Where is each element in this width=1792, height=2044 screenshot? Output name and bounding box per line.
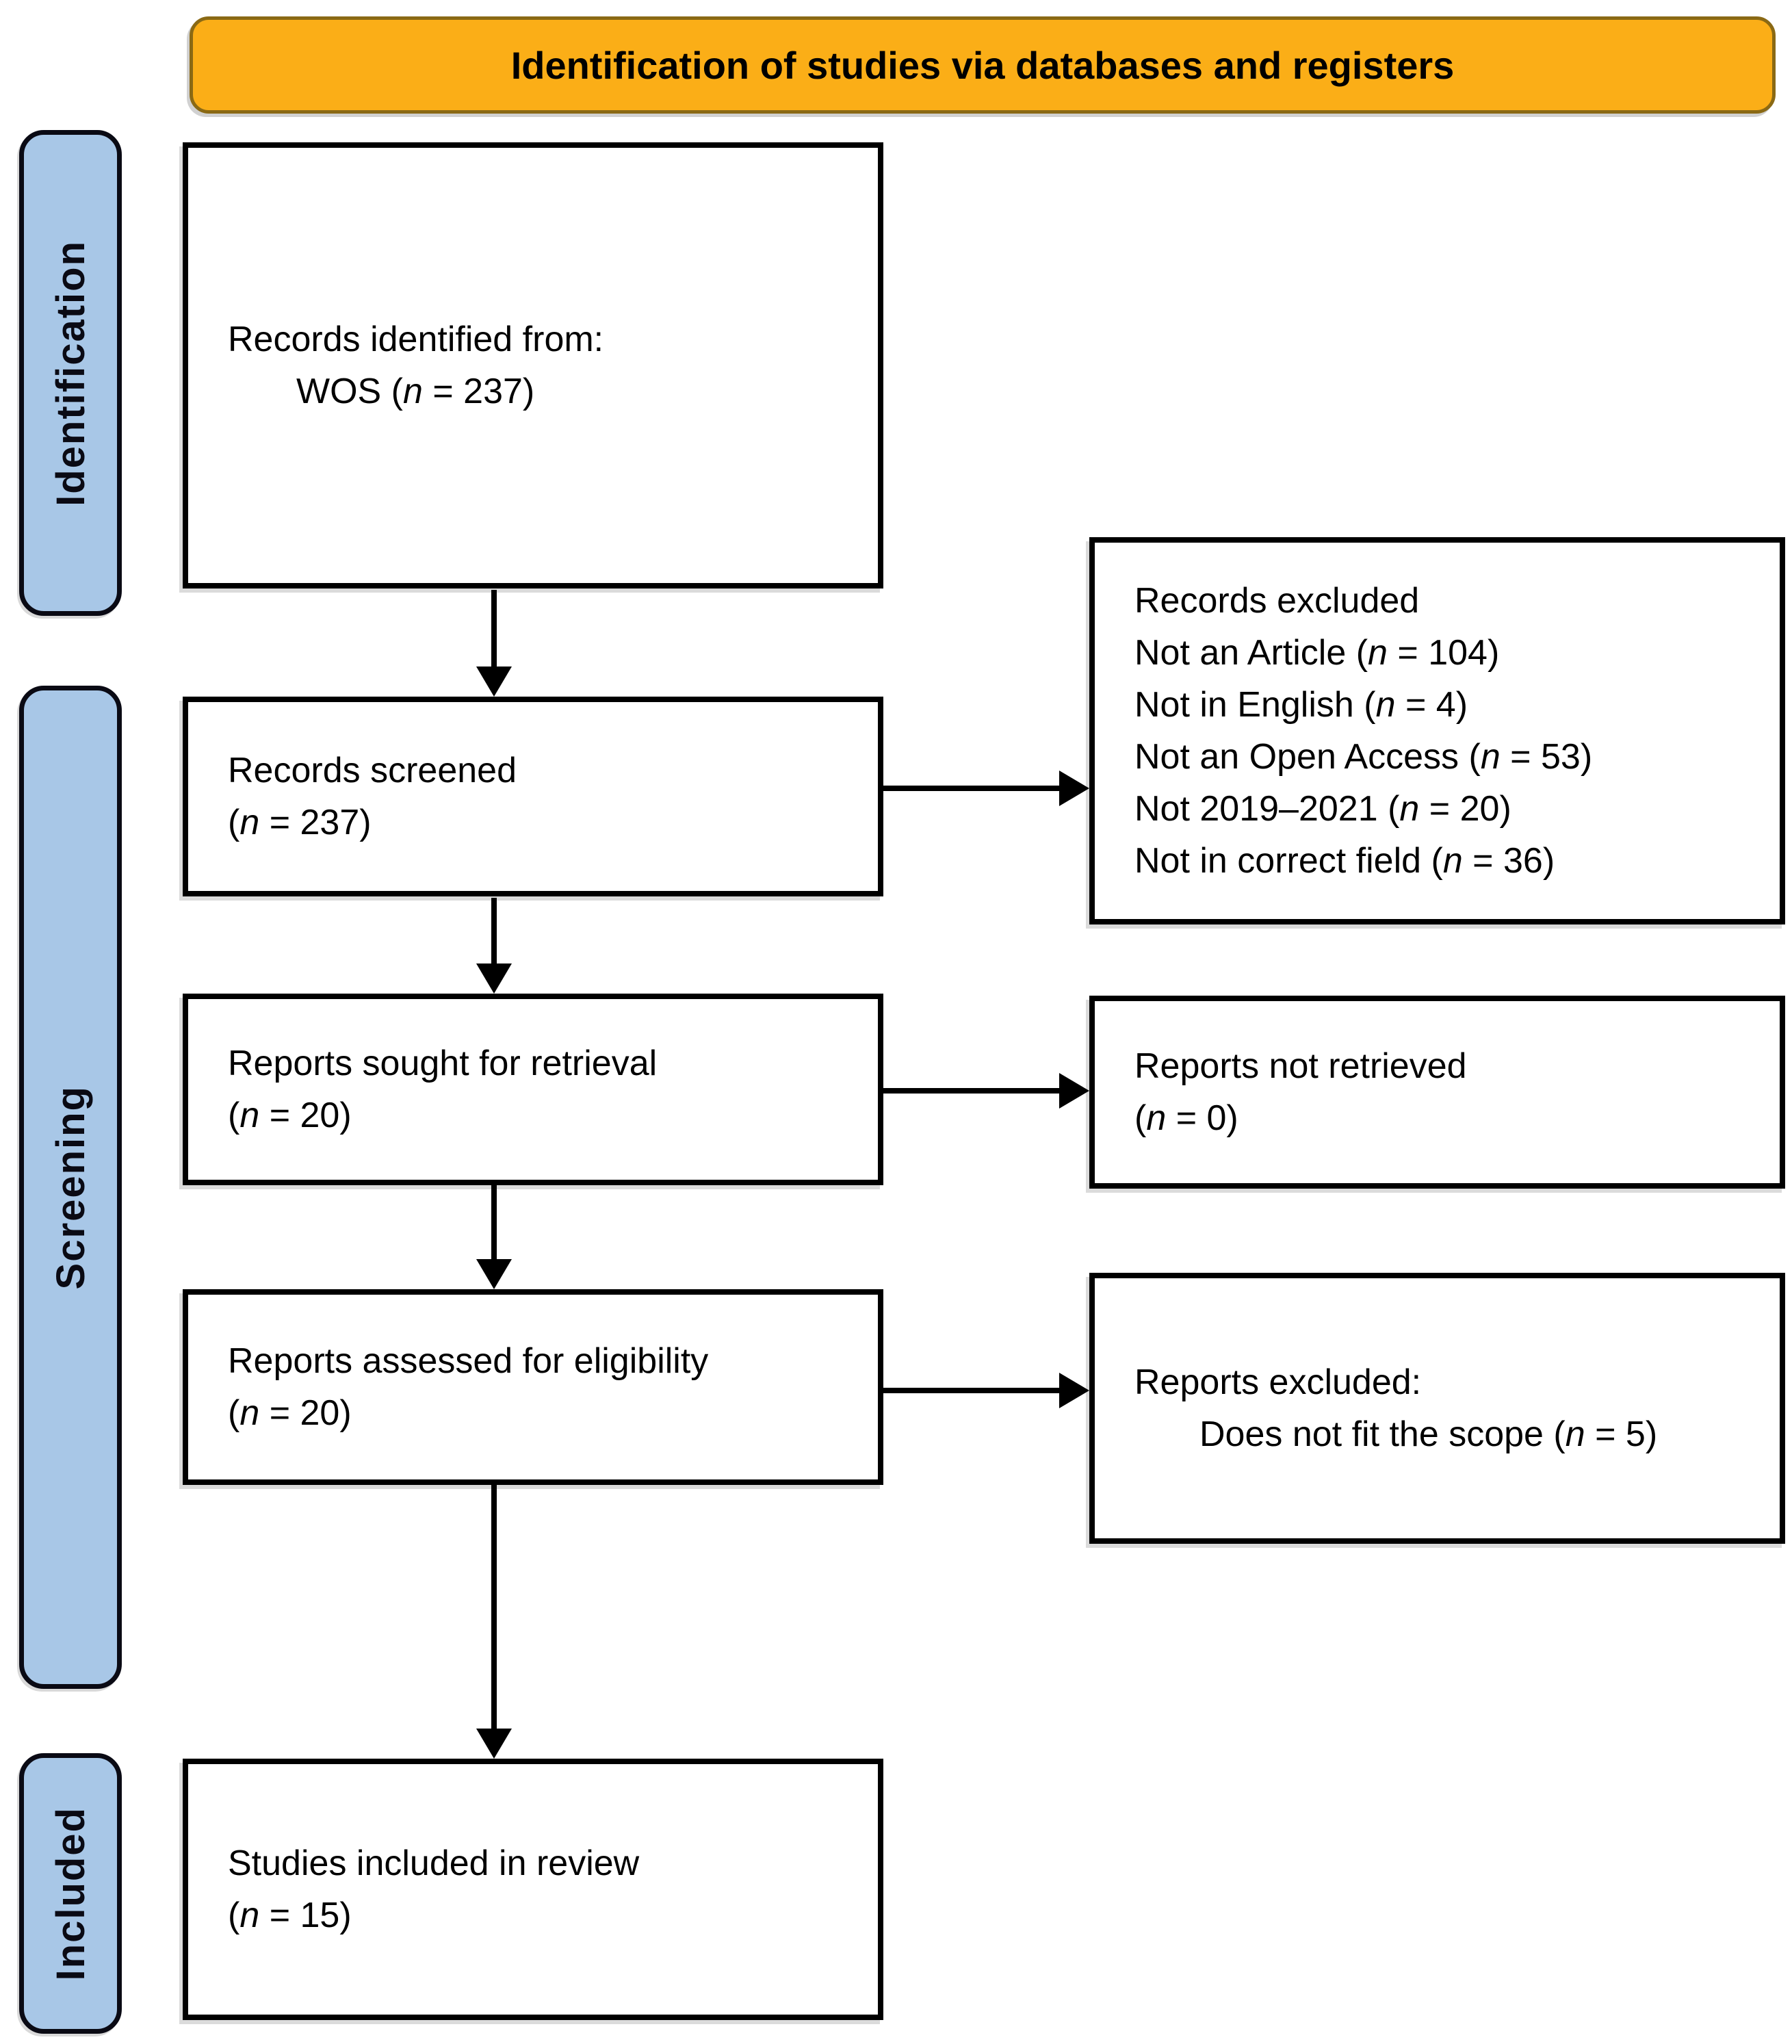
arrow-head-down-icon [476,963,512,994]
records-excluded-line-6: Not in correct field (n = 36) [1134,841,1555,881]
stage-bar-identification: Identification [19,130,122,616]
arrow-down-assessed-to-included [476,1485,512,1759]
records-excluded-line-1: Records excluded [1134,581,1420,621]
arrow-head-down-icon [476,667,512,697]
arrow-shaft [883,1388,1062,1393]
arrow-shaft [883,1088,1062,1094]
reports-assessed-line-2: (n = 20) [228,1393,352,1433]
arrow-head-down-icon [476,1259,512,1289]
not-retrieved-line-2: (n = 0) [1134,1098,1238,1138]
stage-label-identification: Identification [48,240,93,506]
arrow-right-assessed-to-reports-excluded [883,1373,1089,1408]
flow-box-records-identified: Records identified from: WOS (n = 237) [183,142,883,588]
arrow-shaft [491,590,497,669]
flow-box-records-screened: Records screened (n = 237) [183,697,883,896]
flow-box-reports-not-retrieved: Reports not retrieved (n = 0) [1089,996,1785,1189]
records-screened-line-2: (n = 237) [228,803,372,842]
arrow-shaft [491,1485,497,1731]
flow-box-studies-included: Studies included in review (n = 15) [183,1759,883,2020]
arrow-head-right-icon [1059,1373,1089,1408]
arrow-head-right-icon [1059,1073,1089,1109]
arrow-down-sought-to-assessed [476,1185,512,1289]
reports-assessed-line-1: Reports assessed for eligibility [228,1341,709,1381]
reports-excluded-line-2: Does not fit the scope (n = 5) [1199,1414,1658,1454]
arrow-shaft [491,1185,497,1262]
arrow-head-right-icon [1059,771,1089,806]
arrow-head-down-icon [476,1729,512,1759]
studies-included-line-2: (n = 15) [228,1896,352,1935]
flow-box-reports-sought: Reports sought for retrieval (n = 20) [183,994,883,1185]
records-identified-line-2: WOS (n = 237) [296,372,535,411]
records-excluded-line-3: Not in English (n = 4) [1134,685,1468,725]
studies-included-line-1: Studies included in review [228,1844,640,1883]
stage-label-screening: Screening [48,1085,93,1290]
arrow-shaft [491,898,497,966]
banner-title: Identification of studies via databases … [510,43,1455,87]
arrow-down-identified-to-screened [476,590,512,697]
arrow-right-screened-to-records-excluded [883,771,1089,806]
reports-sought-line-1: Reports sought for retrieval [228,1044,658,1083]
flow-box-reports-assessed: Reports assessed for eligibility (n = 20… [183,1289,883,1485]
arrow-shaft [883,786,1062,791]
records-excluded-line-4: Not an Open Access (n = 53) [1134,737,1593,777]
reports-excluded-line-1: Reports excluded: [1134,1362,1422,1402]
stage-bar-screening: Screening [19,686,122,1689]
banner-identification-via-databases: Identification of studies via databases … [190,16,1776,114]
records-excluded-line-2: Not an Article (n = 104) [1134,633,1500,673]
flow-box-records-excluded: Records excluded Not an Article (n = 104… [1089,537,1785,924]
records-identified-line-1: Records identified from: [228,320,604,359]
stage-bar-included: Included [19,1753,122,2034]
not-retrieved-line-1: Reports not retrieved [1134,1046,1467,1086]
flow-box-reports-excluded: Reports excluded: Does not fit the scope… [1089,1273,1785,1544]
arrow-right-sought-to-not-retrieved [883,1073,1089,1109]
arrow-down-screened-to-sought [476,898,512,994]
records-screened-line-1: Records screened [228,751,517,790]
stage-label-included: Included [48,1806,93,1981]
records-excluded-line-5: Not 2019–2021 (n = 20) [1134,789,1511,829]
reports-sought-line-2: (n = 20) [228,1096,352,1135]
